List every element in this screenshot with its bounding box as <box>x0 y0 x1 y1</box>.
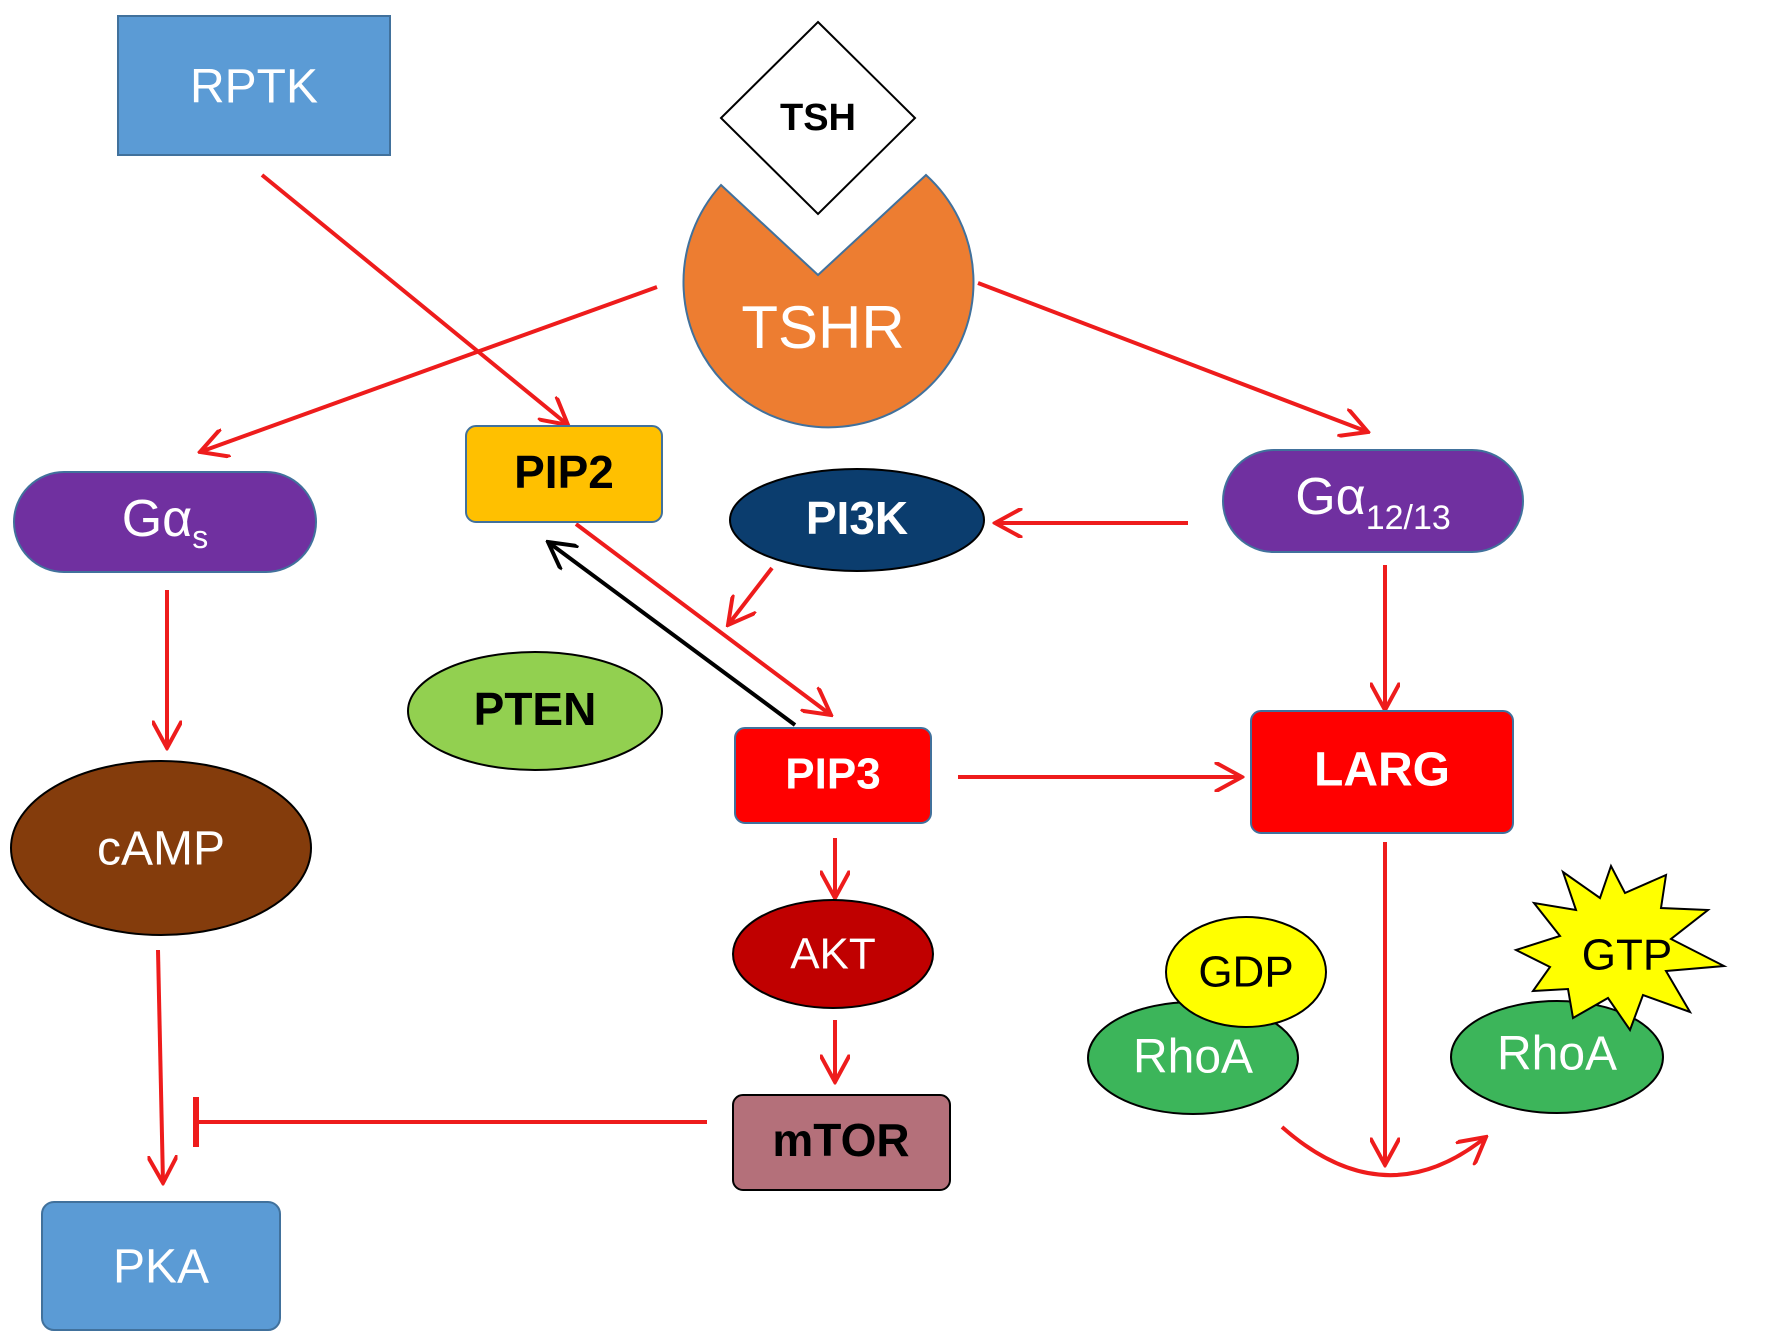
galpha-1213-node: Gα12/13 <box>1222 449 1524 553</box>
rptk-label: RPTK <box>190 61 318 114</box>
galpha-1213-box <box>1222 449 1524 553</box>
pten-label: PTEN <box>474 683 597 735</box>
pka-label: PKA <box>113 1241 209 1294</box>
tsh-node: TSH <box>719 20 917 216</box>
rhoa-gdp-label: RhoA <box>1133 1031 1253 1084</box>
gtp-label: GTP <box>1582 931 1672 980</box>
rptk-node: RPTK <box>117 15 391 156</box>
tshr-label: TSHR <box>741 294 904 361</box>
akt-node: AKT <box>732 899 934 1009</box>
arrow-tshr-to-galpha-s <box>200 285 658 452</box>
arrow-pip2-to-pip3 <box>574 522 831 715</box>
gdp-label: GDP <box>1198 948 1293 997</box>
larg-node: LARG <box>1250 710 1514 834</box>
pip3-label: PIP3 <box>785 750 880 799</box>
camp-ellipse <box>10 760 312 936</box>
camp-node: cAMP <box>10 760 312 936</box>
mtor-label: mTOR <box>772 1114 909 1166</box>
tshr-node: TSHR <box>682 173 975 429</box>
tshr-shape <box>682 173 975 429</box>
pip2-box <box>465 425 663 523</box>
camp-label: cAMP <box>97 823 225 876</box>
galpha-1213-label: Gα12/13 <box>1295 468 1451 537</box>
pip2-node: PIP2 <box>465 425 663 523</box>
pten-node: PTEN <box>407 651 663 771</box>
rhoa-gtp-label: RhoA <box>1497 1028 1617 1081</box>
arrows <box>158 173 1486 1183</box>
rhoa-gdp-complex: RhoA GDP <box>1087 916 1327 1115</box>
gtp-starburst <box>1513 863 1728 1033</box>
arrow-camp-to-pka <box>158 949 163 1183</box>
pi3k-node: PI3K <box>729 468 985 572</box>
pip3-box <box>734 727 932 824</box>
arrow-pi3k-to-pathway <box>728 566 774 625</box>
pten-ellipse <box>407 651 663 771</box>
galpha-s-label: Gαs <box>122 490 209 556</box>
pka-box <box>41 1201 281 1331</box>
tsh-label: TSH <box>780 97 856 139</box>
arrow-pip3-to-pip2 <box>548 542 797 727</box>
galpha-s-box <box>13 471 317 573</box>
rhoa-gtp-ellipse <box>1450 1000 1664 1114</box>
larg-box <box>1250 710 1514 834</box>
larg-label: LARG <box>1314 744 1450 797</box>
galpha-s-node: Gαs <box>13 471 317 573</box>
pi3k-label: PI3K <box>806 492 908 544</box>
pip2-label: PIP2 <box>514 446 614 498</box>
rptk-box <box>117 15 391 156</box>
arrow-rptk-to-pip2 <box>260 173 568 425</box>
rhoa-gtp-complex: RhoA GTP <box>1450 863 1728 1114</box>
pi3k-ellipse <box>729 468 985 572</box>
pip3-node: PIP3 <box>734 727 932 824</box>
gdp-ellipse <box>1165 916 1327 1028</box>
akt-label: AKT <box>790 930 876 979</box>
pka-node: PKA <box>41 1201 281 1331</box>
akt-ellipse <box>732 899 934 1009</box>
arrow-gdp-to-gtp-exchange <box>1280 1125 1486 1177</box>
mtor-box <box>732 1094 951 1191</box>
tsh-diamond <box>719 20 917 216</box>
mtor-node: mTOR <box>732 1094 951 1191</box>
arrow-tshr-to-galpha-1213 <box>977 281 1368 432</box>
